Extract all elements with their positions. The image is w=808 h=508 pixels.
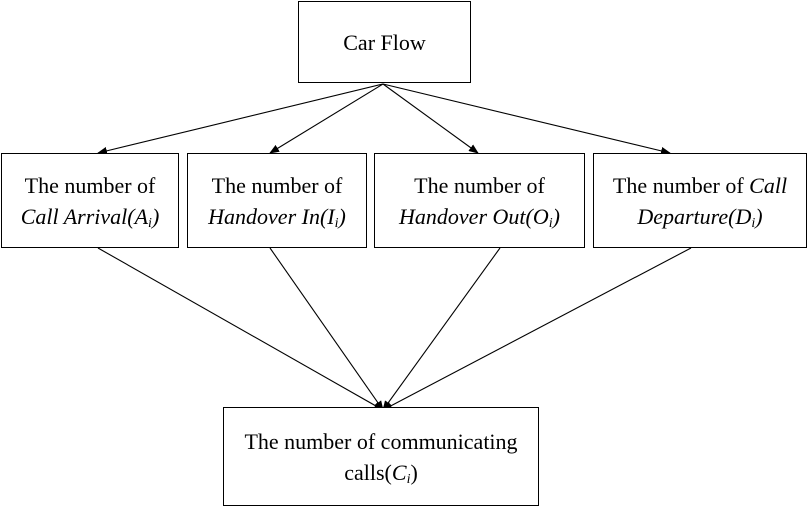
node-communicating-calls-line2-italic: C	[391, 459, 407, 485]
node-call-departure-suffix: )	[755, 203, 763, 229]
node-car-flow-label: Car Flow	[343, 29, 426, 55]
node-handover-out-italic: Handover Out(O	[399, 203, 549, 229]
node-car-flow: Car Flow	[298, 1, 471, 83]
node-communicating-calls-text: The number of communicating calls(Ci)	[244, 426, 517, 488]
node-call-departure-text: The number of Call Departure(Di)	[613, 170, 787, 232]
arrow-handover-in-to-calls	[269, 247, 384, 411]
node-handover-in: The number of Handover In(Ii)	[187, 153, 367, 248]
node-communicating-calls-line1: The number of communicating	[244, 428, 518, 454]
arrow-arrival-to-calls	[97, 247, 384, 411]
node-handover-in-prefix: The number of	[211, 172, 343, 198]
node-communicating-calls: The number of communicating calls(Ci)	[223, 407, 539, 506]
node-call-arrival-text: The number of Call Arrival(Ai)	[21, 170, 160, 232]
node-call-arrival-subscript: i	[148, 215, 152, 231]
node-handover-out: The number of Handover Out(Oi)	[374, 153, 585, 248]
arrow-carflow-to-departure	[382, 83, 671, 155]
node-handover-out-subscript: i	[548, 215, 553, 231]
node-communicating-calls-line2-suffix: )	[410, 459, 418, 485]
node-handover-in-italic: Handover In(I	[208, 203, 335, 229]
arrow-carflow-to-handover-out	[382, 83, 479, 154]
arrow-departure-to-calls	[382, 247, 692, 411]
node-call-arrival-prefix: The number of	[24, 172, 156, 198]
node-handover-in-text: The number of Handover In(Ii)	[208, 170, 346, 232]
node-handover-in-subscript: i	[334, 215, 339, 231]
node-call-arrival: The number of Call Arrival(Ai)	[1, 153, 179, 248]
node-call-arrival-suffix: )	[151, 203, 160, 229]
node-communicating-calls-line2-prefix: calls(	[344, 459, 392, 485]
arrow-carflow-to-arrival	[97, 83, 384, 155]
node-call-departure-prefix: The number of	[612, 172, 744, 198]
arrow-handover-out-to-calls	[382, 247, 501, 411]
node-call-departure-italic: Departure(D	[637, 203, 752, 229]
node-call-departure: The number of Call Departure(Di)	[593, 153, 807, 248]
node-call-departure-subscript: i	[751, 215, 756, 231]
node-handover-in-suffix: )	[338, 203, 346, 229]
node-handover-out-suffix: )	[552, 203, 560, 229]
arrow-carflow-to-handover-in	[269, 83, 384, 154]
node-call-arrival-italic: Call Arrival(A	[20, 203, 149, 229]
node-handover-out-prefix: The number of	[414, 172, 545, 198]
node-handover-out-text: The number of Handover Out(Oi)	[399, 170, 560, 232]
node-communicating-calls-subscript: i	[406, 471, 411, 487]
node-call-departure-italic-first: Call	[749, 172, 788, 198]
